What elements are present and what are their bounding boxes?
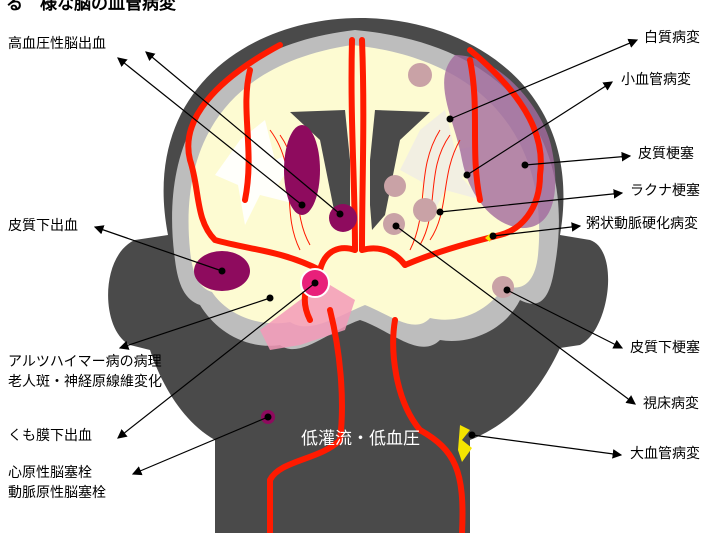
label-artery-to-artery-embolism: 動脈原性脳塞栓: [8, 485, 106, 502]
label-cortical-infarct: 皮質梗塞: [638, 146, 694, 163]
label-subarachnoid-hemorrhage: くも膜下出血: [8, 428, 92, 445]
lacunar-infarct-lesion: [413, 198, 437, 222]
label-cardiogenic-embolism: 心原性脳塞栓: [8, 465, 92, 482]
infarct-small: [408, 63, 432, 87]
label-thalamic-lesion: 視床病変: [643, 396, 699, 413]
label-subcortical-hemorrhage: 皮質下出血: [8, 218, 78, 235]
label-hypertensive-hemorrhage: 高血圧性脳出血: [8, 36, 106, 53]
label-lacunar-infarct: ラクナ梗塞: [630, 183, 700, 200]
label-hypoperfusion: 低灌流・低血圧: [301, 424, 420, 449]
label-large-vessel-disease: 大血管病変: [630, 446, 700, 463]
subcortical-infarct-lesion: [492, 276, 514, 298]
label-alzheimer-line1: アルツハイマー病の病理: [8, 354, 162, 371]
label-atherosclerosis: 粥状動脈硬化病変: [586, 216, 698, 233]
label-subcortical-infarct: 皮質下梗塞: [630, 340, 700, 357]
label-alzheimer-line2: 老人斑・神経原線維変化: [8, 374, 162, 391]
label-white-matter-lesion: 白質病変: [644, 30, 700, 47]
label-small-vessel-disease: 小血管病変: [621, 72, 691, 89]
page-title: る 様な脳の血管病変: [6, 0, 176, 14]
